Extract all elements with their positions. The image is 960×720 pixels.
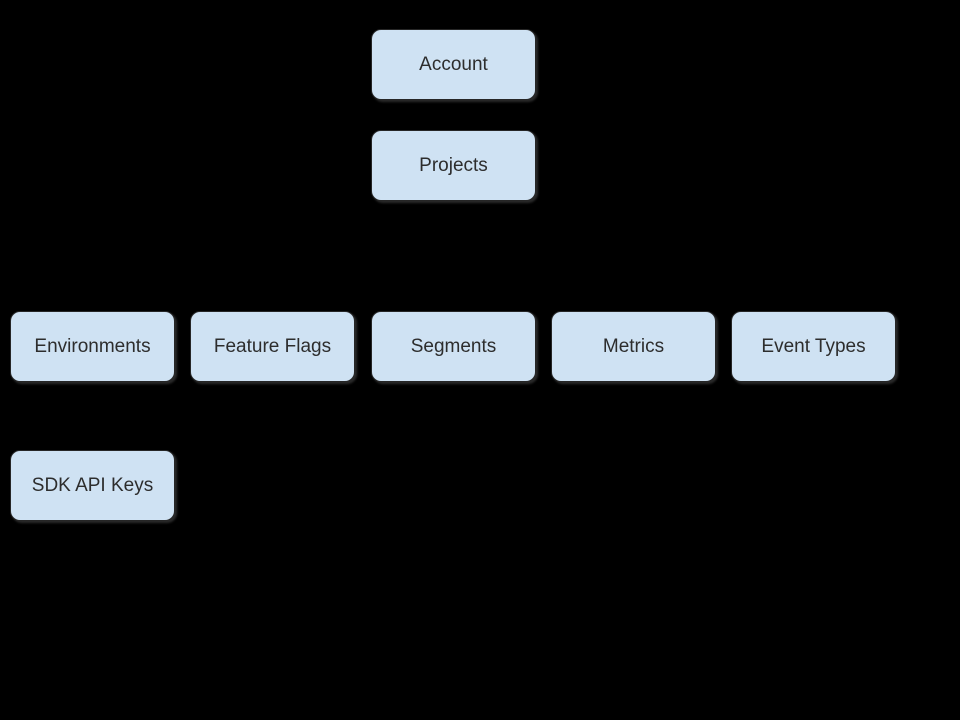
node-environments-label: Environments: [34, 336, 151, 357]
node-feature-flags-label: Feature Flags: [213, 336, 332, 357]
node-event-types: Event Types: [731, 311, 896, 382]
node-metrics-label: Metrics: [602, 336, 665, 357]
node-feature-flags: Feature Flags: [190, 311, 355, 382]
node-segments: Segments: [371, 311, 536, 382]
node-projects: Projects: [371, 130, 536, 201]
node-sdk-api-keys: SDK API Keys: [10, 450, 175, 521]
node-metrics: Metrics: [551, 311, 716, 382]
node-account: Account: [371, 29, 536, 100]
node-segments-label: Segments: [410, 336, 497, 357]
node-projects-label: Projects: [419, 155, 488, 176]
node-sdk-api-keys-label: SDK API Keys: [31, 475, 154, 496]
node-event-types-label: Event Types: [761, 336, 866, 357]
node-environments: Environments: [10, 311, 175, 382]
node-account-label: Account: [419, 54, 488, 75]
